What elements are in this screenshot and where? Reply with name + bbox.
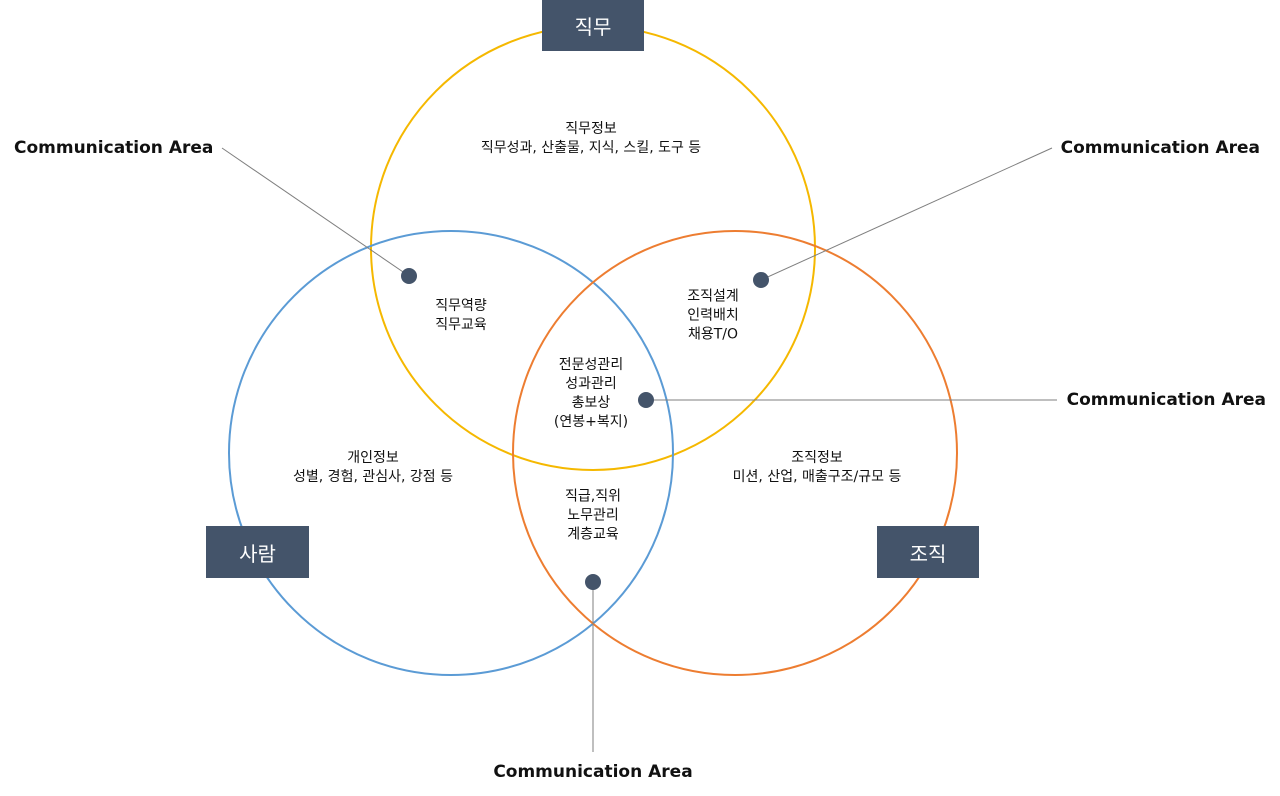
- region-center: 전문성관리 성과관리 총보상 (연봉+복지): [553, 357, 629, 430]
- communication-area-label-mid-right: Communication Area: [1066, 390, 1266, 410]
- communication-dot-top-right: [753, 272, 769, 288]
- job-label-box: 직무: [542, 0, 644, 51]
- region-job-person: 직무역량 직무교육: [435, 298, 487, 333]
- communication-area-label-top-right: Communication Area: [1060, 138, 1260, 158]
- communication-dot-top-left: [401, 268, 417, 284]
- region-person-org: 직급,직위 노무관리 계층교육: [565, 488, 621, 543]
- region-job-only: 직무정보 직무성과, 산출물, 지식, 스킬, 도구 등: [480, 121, 702, 156]
- person-circle: [228, 230, 674, 676]
- org-label-box: 조직: [877, 526, 979, 578]
- person-label-box: 사람: [206, 526, 309, 578]
- communication-area-label-bottom: Communication Area: [493, 762, 693, 782]
- leader-line-top-left: [221, 147, 410, 277]
- leader-line-top-right: [760, 147, 1053, 281]
- communication-dot-bottom: [585, 574, 601, 590]
- org-circle: [512, 230, 958, 676]
- communication-dot-mid-right: [638, 392, 654, 408]
- region-job-org: 조직설계 인력배치 채용T/O: [687, 288, 739, 343]
- region-org-only: 조직정보 미션, 산업, 매출구조/규모 등: [732, 450, 902, 485]
- region-person-only: 개인정보 성별, 경험, 관심사, 강점 등: [293, 450, 453, 485]
- communication-area-label-top-left: Communication Area: [14, 138, 214, 158]
